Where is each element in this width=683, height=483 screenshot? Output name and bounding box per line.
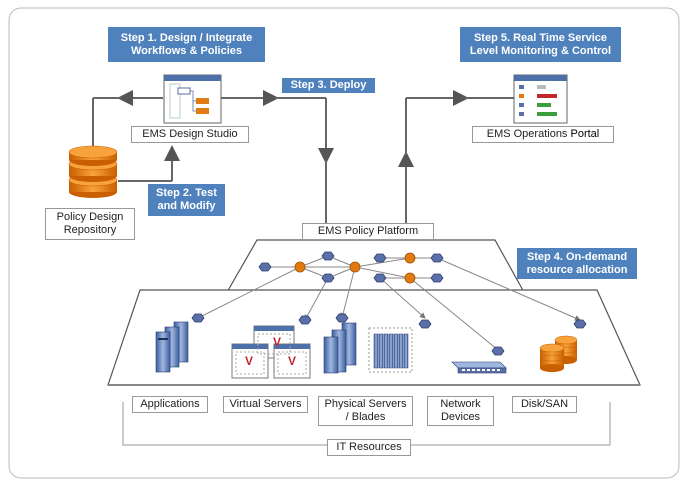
- vm-letter: V: [244, 354, 253, 368]
- policy-platform-label: EMS Policy Platform: [302, 223, 434, 240]
- hex-nodes: [191, 251, 587, 356]
- hex-node: [491, 346, 505, 356]
- blade-chassis-icon: [368, 327, 413, 373]
- hex-node: [418, 319, 432, 329]
- policy-repository-label: Policy Design Repository: [45, 208, 135, 240]
- orange-node: [404, 252, 416, 264]
- hex-node: [191, 313, 205, 323]
- hex-node: [298, 315, 312, 325]
- design-studio-label: EMS Design Studio: [131, 126, 249, 143]
- hex-node: [430, 273, 444, 283]
- vm-letter: V: [272, 335, 281, 349]
- hex-node: [321, 251, 335, 261]
- operations-portal-window-icon: [513, 74, 568, 124]
- virtual-servers-icon: [231, 325, 311, 379]
- orange-nodes: [294, 252, 416, 284]
- step2-box: Step 2. Test and Modify: [148, 184, 225, 216]
- operations-portal-label: EMS Operations Portal: [472, 126, 614, 143]
- applications-label: Applications: [132, 396, 208, 413]
- policy-repository-icon: [68, 145, 118, 198]
- hex-node: [258, 262, 272, 272]
- operations-portal-label-text: EMS Operations: [486, 128, 571, 140]
- orange-node: [349, 261, 361, 273]
- flow-arrows: [92, 90, 514, 226]
- virtual-servers-label: Virtual Servers: [223, 396, 308, 413]
- hex-node: [321, 273, 335, 283]
- hex-node: [373, 253, 387, 263]
- it-resources-label: IT Resources: [327, 439, 411, 456]
- disk-san-icon: [539, 335, 578, 372]
- hex-node: [373, 273, 387, 283]
- step3-box: Step 3. Deploy: [282, 78, 375, 93]
- disk-san-label: Disk/SAN: [512, 396, 577, 413]
- operations-portal-label-emph: Portal: [570, 128, 600, 140]
- step5-box: Step 5. Real Time Service Level Monitori…: [460, 27, 621, 62]
- physical-servers-label: Physical Servers / Blades: [318, 396, 413, 426]
- physical-servers-icon: [323, 322, 357, 374]
- step1-box: Step 1. Design / Integrate Workflows & P…: [108, 27, 265, 62]
- network-switch-icon: [451, 361, 507, 374]
- orange-node: [294, 261, 306, 273]
- orange-node: [404, 272, 416, 284]
- hex-node: [430, 253, 444, 263]
- application-servers-icon: [155, 321, 189, 373]
- design-studio-window-icon: [163, 74, 222, 124]
- hex-node: [335, 313, 349, 323]
- resources-bracket: [122, 402, 611, 446]
- step4-box: Step 4. On-demand resource allocation: [517, 248, 637, 279]
- hex-node: [573, 319, 587, 329]
- network-devices-label: Network Devices: [427, 396, 494, 426]
- vm-letter: V: [287, 354, 296, 368]
- resource-links: [197, 257, 581, 351]
